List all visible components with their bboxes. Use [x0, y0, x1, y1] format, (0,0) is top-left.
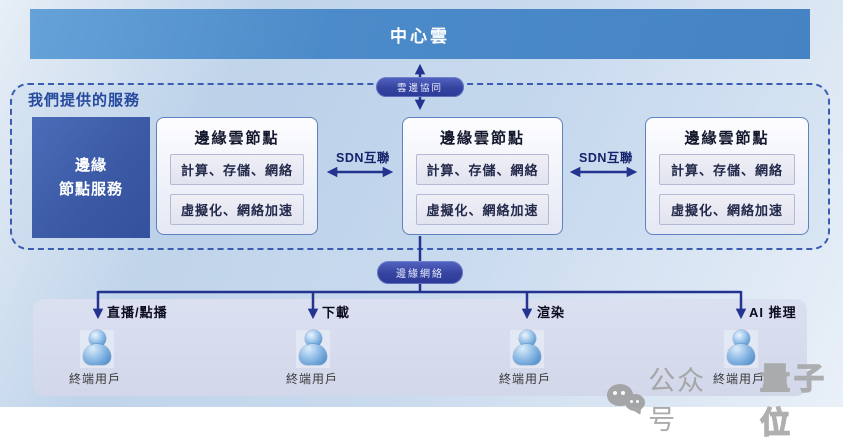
scenario-label-live-vod: 直播/點播: [107, 305, 168, 320]
edge-cloud-node-3-item-2: 虛擬化、網絡加速: [659, 194, 795, 225]
user-icon-body: [83, 344, 111, 365]
edge-node-service-line1: 邊緣: [74, 157, 107, 175]
edge-cloud-node-3: 邊緣雲節點 計算、存儲、網絡 虛擬化、網絡加速: [645, 117, 809, 235]
edge-cloud-node-2-title: 邊緣雲節點: [439, 130, 525, 147]
end-user-label-1: 終端用戶: [68, 372, 121, 386]
user-icon-head: [304, 330, 322, 347]
sdn-interconnect-label-1: SDN互聯: [336, 151, 390, 165]
cloud-edge-pill-label: 雲邊協同: [396, 83, 443, 94]
user-icon-head: [88, 330, 106, 347]
edge-cloud-node-3-item-1: 計算、存儲、網絡: [659, 154, 795, 185]
edge-cloud-node-1: 邊緣雲節點 計算、存儲、網絡 虛擬化、網絡加速: [156, 117, 318, 235]
scenario-label-ai-inference: AI 推理: [749, 305, 797, 320]
central-cloud-label: 中心雲: [390, 26, 450, 46]
scenario-label-render: 渲染: [537, 305, 566, 320]
end-user-label-3: 終端用戶: [498, 372, 551, 386]
watermark-text-account: 公众号: [648, 366, 707, 435]
user-icon-body: [727, 344, 755, 365]
wechat-icon-tail: [634, 407, 644, 417]
user-icon-body: [299, 344, 327, 365]
edge-cloud-node-2-item-1: 計算、存儲、網絡: [416, 154, 549, 185]
edge-cloud-node-2-item-2: 虛擬化、網絡加速: [416, 194, 549, 225]
edge-network-pill: 邊緣網絡: [377, 261, 463, 284]
watermark: 公众号 量子位: [607, 354, 843, 442]
sdn-interconnect-label-2: SDN互聯: [579, 151, 633, 165]
user-icon-body: [513, 344, 541, 365]
edge-cloud-node-2: 邊緣雲節點 計算、存儲、網絡 虛擬化、網絡加速: [402, 117, 563, 235]
edge-cloud-node-1-item-1: 計算、存儲、網絡: [170, 154, 304, 185]
user-icon-head: [732, 330, 750, 347]
cloud-edge-pill: 雲邊協同: [376, 77, 464, 97]
services-container-label: 我們提供的服務: [28, 92, 141, 109]
end-users-panel: [33, 299, 807, 396]
edge-node-service-line2: 節點服務: [58, 180, 123, 198]
edge-cloud-node-1-item-2: 虛擬化、網絡加速: [170, 194, 304, 225]
end-user-label-4: 終端用戶: [712, 372, 765, 386]
user-icon: [296, 330, 330, 368]
edge-node-service-box: 邊緣 節點服務: [32, 117, 150, 238]
user-icon: [80, 330, 114, 368]
user-icon-head: [518, 330, 536, 347]
end-user-label-2: 終端用戶: [285, 372, 338, 386]
edge-cloud-node-3-title: 邊緣雲節點: [684, 130, 770, 147]
watermark-text-brand: 量子位: [759, 362, 828, 440]
scenario-label-download: 下載: [322, 305, 351, 320]
wechat-icon: [607, 381, 645, 417]
user-icon: [724, 330, 758, 368]
user-icon: [510, 330, 544, 368]
edge-cloud-node-1-title: 邊緣雲節點: [194, 130, 280, 147]
central-cloud-bar: 中心雲: [30, 9, 810, 59]
edge-network-pill-label: 邊緣網絡: [396, 269, 444, 280]
